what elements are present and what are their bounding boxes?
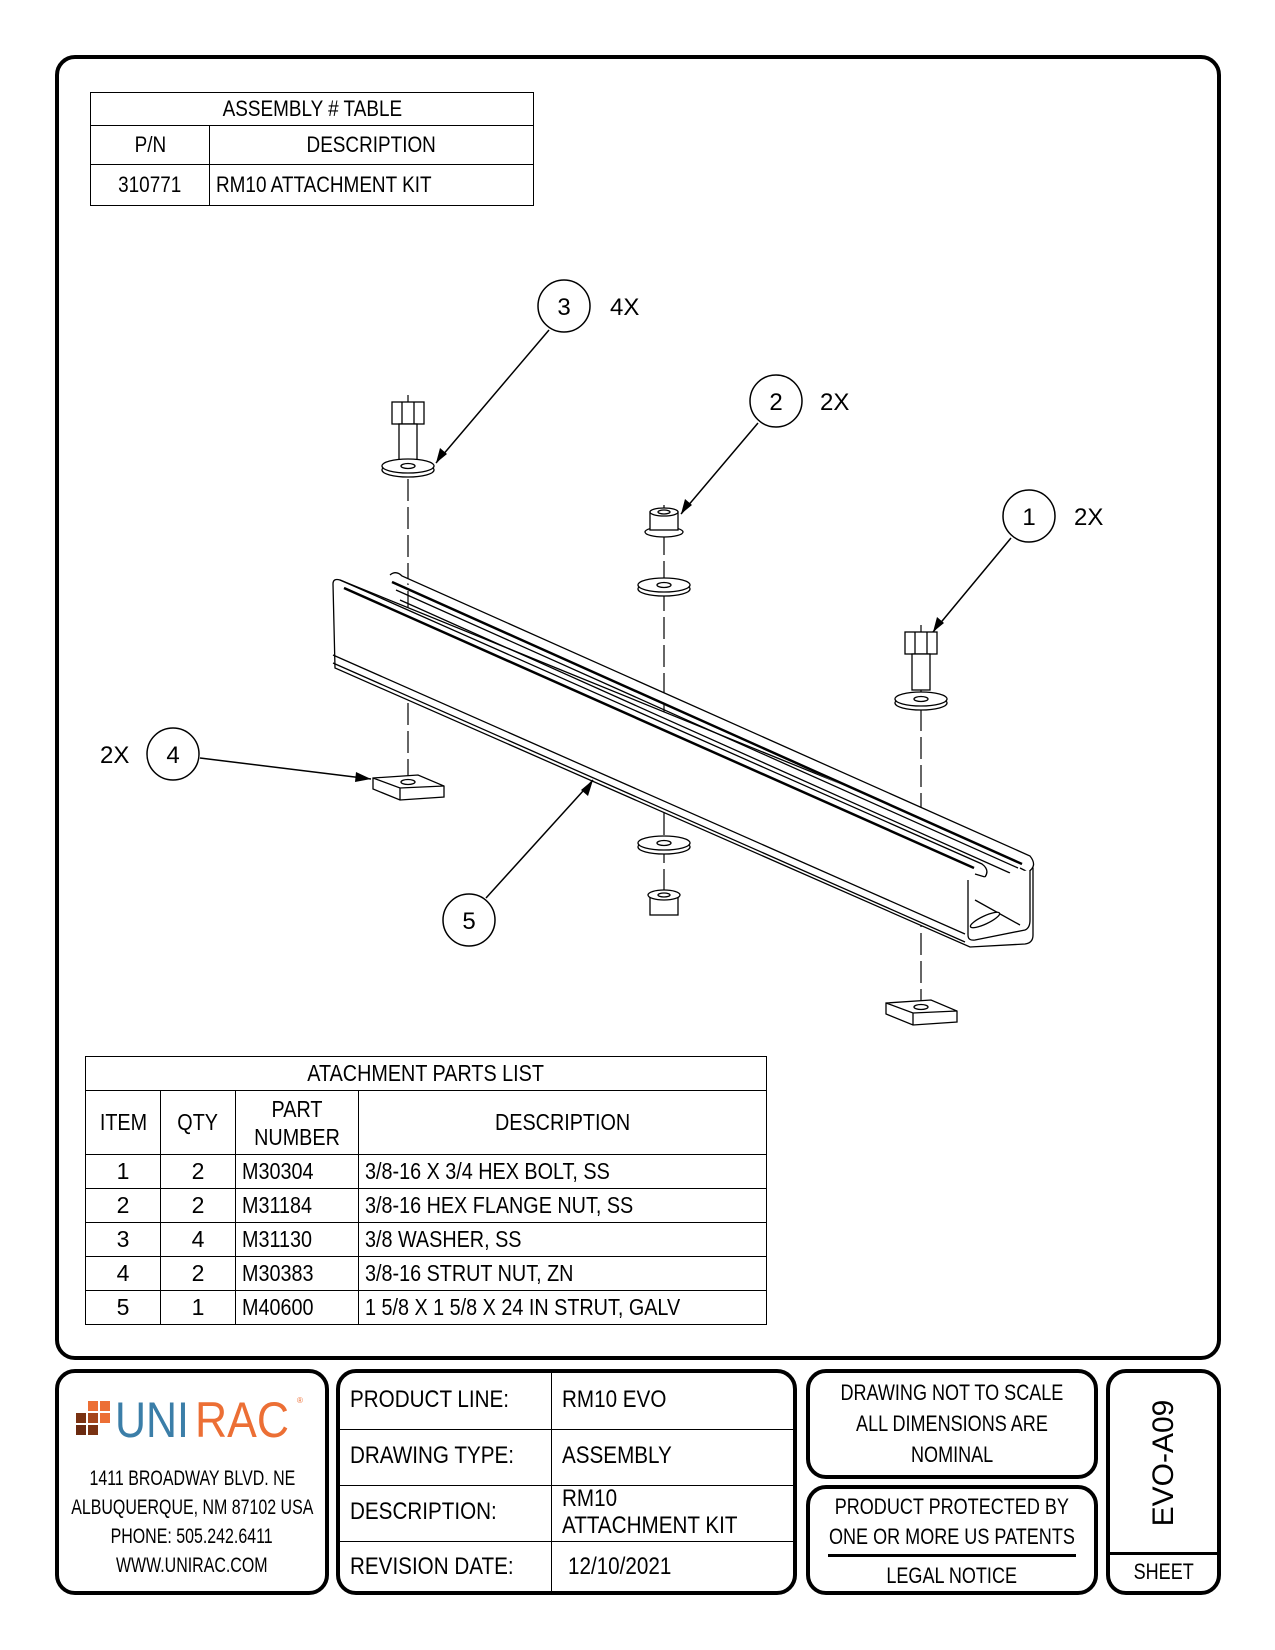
callout-item-5: 5: [442, 893, 496, 947]
address-line-1: 1411 BROADWAY BLVD. NE: [89, 1467, 295, 1490]
svg-text:5: 5: [462, 908, 475, 935]
flange-nut-top: [644, 507, 684, 538]
callout-qty: 4X: [610, 294, 639, 321]
title-block: PRODUCT LINE: RM10 EVO DRAWING TYPE: ASS…: [336, 1369, 797, 1595]
strut: [332, 572, 1035, 948]
svg-text:3: 3: [557, 294, 570, 321]
strut-nut-left: [372, 774, 445, 801]
strut-nut-right: [885, 999, 958, 1026]
hex-bolt-left: [381, 401, 435, 478]
svg-text:2: 2: [769, 389, 782, 416]
revision-date-label: REVISION DATE:: [350, 1553, 514, 1580]
callout-qty: 2X: [820, 389, 849, 416]
parts-list-title: ATACHMENT PARTS LIST: [85, 1056, 767, 1091]
patent-note-line-1: PRODUCT PROTECTED BY: [834, 1494, 1070, 1519]
sheet-block: EVO-A09 SHEET: [1106, 1369, 1221, 1595]
header-part-number: PART NUMBER: [235, 1090, 359, 1155]
drawing-frame: [55, 55, 1221, 1360]
flange-nut-bottom: [647, 889, 681, 916]
patent-note-box: PRODUCT PROTECTED BY ONE OR MORE US PATE…: [806, 1485, 1098, 1595]
scale-note-box: DRAWING NOT TO SCALE ALL DIMENSIONS ARE …: [806, 1369, 1098, 1479]
callout-qty: 2X: [100, 742, 129, 769]
exploded-assembly-drawing: 3 4X 2 2X 1 2X 4 2X 5: [100, 279, 1103, 1026]
website-link[interactable]: WWW.UNIRAC.COM: [116, 1554, 268, 1577]
washer-middle-top: [637, 577, 691, 597]
logo-registered: ®: [297, 1396, 303, 1405]
scale-note-line-1: DRAWING NOT TO SCALE: [840, 1380, 1064, 1405]
assembly-pn: 310771: [90, 164, 210, 206]
parts-list-table: ATACHMENT PARTS LIST ITEM QTY PART NUMBE…: [85, 1056, 767, 1325]
patent-note-line-2: ONE OR MORE US PATENTS: [829, 1524, 1075, 1549]
assembly-description: RM10 ATTACHMENT KIT: [209, 164, 534, 206]
address-line-2: ALBUQUERQUE, NM 87102 USA: [70, 1496, 314, 1519]
assembly-header-description: DESCRIPTION: [209, 125, 534, 165]
callout-item-1: 1 2X: [1002, 489, 1103, 543]
leader-arrowheads: [355, 448, 944, 796]
legal-notice-label: LEGAL NOTICE: [886, 1563, 1018, 1588]
scale-note-line-2: ALL DIMENSIONS ARE: [856, 1411, 1048, 1436]
svg-text:1: 1: [1022, 504, 1035, 531]
drawing-type-label: DRAWING TYPE:: [350, 1442, 514, 1469]
description-value-line1: RM10: [562, 1485, 618, 1512]
callout-qty: 2X: [1074, 504, 1103, 531]
description-label: DESCRIPTION:: [350, 1498, 497, 1525]
table-row: 310771 RM10 ATTACHMENT KIT: [90, 164, 534, 206]
leader-lines: [199, 329, 1012, 899]
unirac-logo: UNI RAC ®: [76, 1392, 303, 1448]
assembly-table: ASSEMBLY # TABLE P/N DESCRIPTION 310771 …: [90, 92, 534, 206]
assembly-header-pn: P/N: [90, 125, 210, 165]
header-item: ITEM: [85, 1090, 161, 1155]
product-line-value: RM10 EVO: [562, 1386, 667, 1413]
callout-item-3: 3 4X: [537, 279, 639, 333]
revision-date-value: 12/10/2021: [568, 1553, 672, 1580]
svg-text:4: 4: [166, 742, 179, 769]
header-description: DESCRIPTION: [358, 1090, 767, 1155]
company-block: UNI RAC ® 1411 BROADWAY BLVD. NE ALBUQUE…: [55, 1369, 329, 1595]
header-qty: QTY: [160, 1090, 236, 1155]
scale-note-line-3: NOMINAL: [910, 1442, 994, 1467]
drawing-type-value: ASSEMBLY: [562, 1442, 672, 1469]
sheet-number: EVO-A09: [1110, 1373, 1217, 1555]
callout-item-4: 4 2X: [100, 727, 200, 781]
phone: PHONE: 505.242.6411: [110, 1525, 274, 1548]
product-line-label: PRODUCT LINE:: [350, 1386, 510, 1413]
logo-squares-icon: [76, 1401, 110, 1435]
washer-middle-bottom: [637, 835, 691, 855]
callout-item-2: 2 2X: [749, 374, 849, 428]
hex-bolt-right: [894, 631, 948, 711]
description-value-line2: ATTACHMENT KIT: [562, 1512, 738, 1539]
logo-uni: UNI: [115, 1392, 189, 1448]
logo-rac: RAC: [195, 1392, 289, 1448]
sheet-label: SHEET: [1133, 1559, 1194, 1584]
